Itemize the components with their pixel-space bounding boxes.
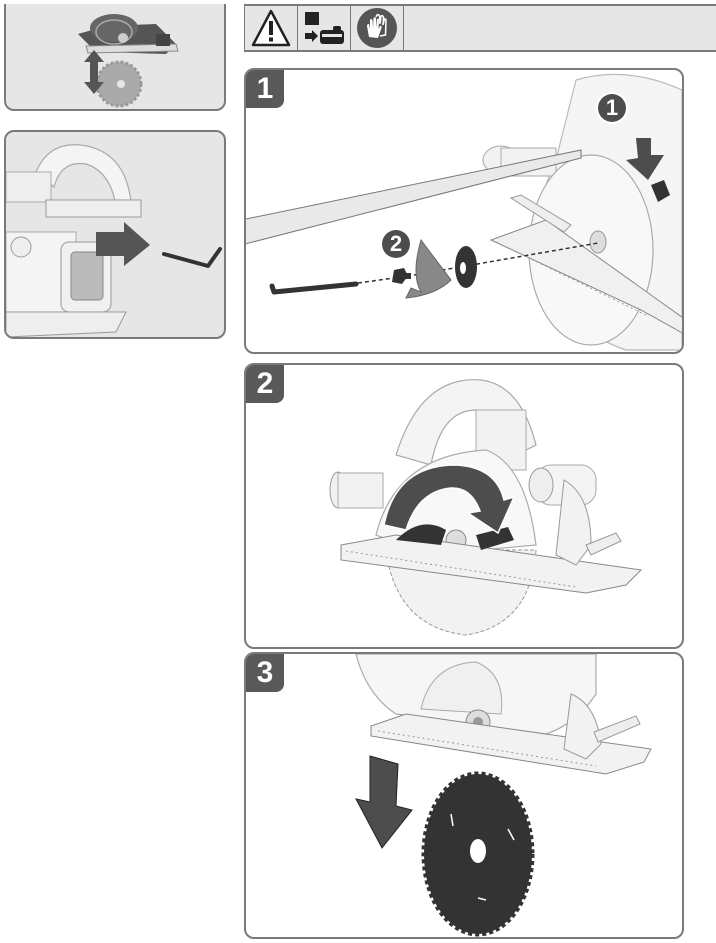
callout-1: 1: [598, 94, 626, 122]
washer-icon: [455, 246, 477, 288]
step-1-badge: 1: [246, 70, 284, 108]
overview-panel: [4, 4, 226, 111]
step-3-illustration: [355, 654, 652, 937]
gloves-cell: [350, 6, 402, 50]
saw-side-illustration: [6, 144, 222, 337]
icon-bar-divider: [403, 6, 404, 50]
right-arrow-icon: [96, 222, 150, 266]
step-2-badge: 2: [246, 365, 284, 403]
saw-blade-icon: [95, 60, 143, 108]
saw-overview-illustration: [78, 14, 179, 108]
step-3-badge: 3: [246, 654, 284, 692]
step-2-illustration: [329, 379, 643, 636]
step-3-panel: 3: [244, 652, 684, 939]
rotate-arrow-icon: [383, 464, 516, 535]
callout-2: 2: [382, 230, 410, 258]
removed-saw-blade-icon: [421, 771, 535, 937]
hex-key-icon: [269, 281, 359, 295]
hex-key-storage-inset: [4, 130, 226, 339]
down-arrow-icon: [355, 755, 413, 849]
step-1-panel: 1 1 2: [244, 68, 684, 354]
battery-cell: [297, 6, 349, 50]
up-down-arrow-icon: [84, 50, 104, 94]
safety-icon-bar: [244, 4, 716, 52]
remove-battery-icon: [304, 12, 344, 44]
bolt-icon: [392, 268, 411, 284]
warning-triangle-icon: [251, 9, 290, 47]
hex-key-icon: [162, 247, 222, 268]
down-arrow-icon: [626, 138, 664, 180]
warning-cell: [244, 6, 296, 50]
flange-icon: [405, 238, 452, 299]
step-2-panel: 2: [244, 363, 684, 649]
wear-gloves-icon: [356, 8, 397, 48]
step-1-illustration: [246, 73, 682, 351]
